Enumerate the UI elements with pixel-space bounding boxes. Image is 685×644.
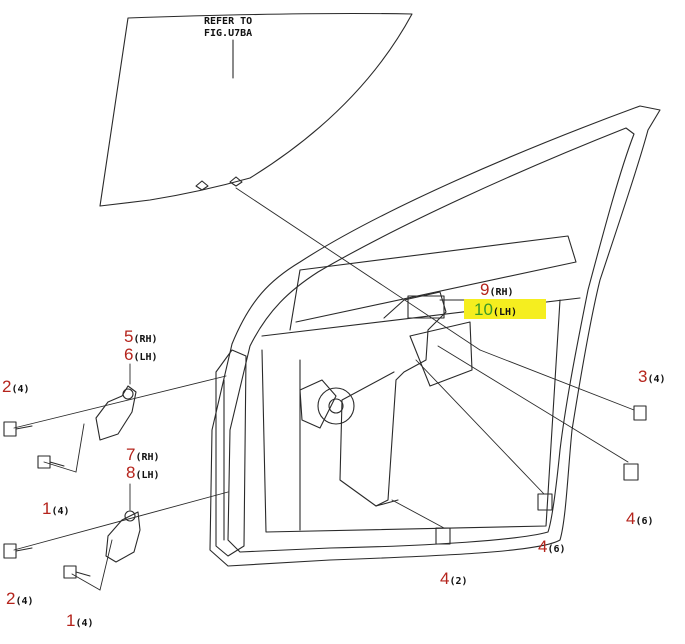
- reference-note-line1: REFER TO: [204, 16, 253, 27]
- callout-1-upper-number: 1: [42, 499, 52, 518]
- regulator-bracket: [407, 295, 445, 319]
- callout-4-middle-number: 4: [538, 537, 548, 556]
- window-glass: [99, 12, 413, 207]
- hinge-pillar: [215, 349, 247, 557]
- callout-7[interactable]: 7(RH): [126, 446, 160, 463]
- nut-4-right-lower: [537, 493, 553, 511]
- callout-4-right-qty: (6): [635, 516, 654, 527]
- callout-8[interactable]: 8(LH): [126, 464, 160, 481]
- callout-5-side: (RH): [133, 334, 158, 345]
- callout-3-qty: (4): [647, 374, 666, 385]
- reference-note-line2: FIG.U7BA: [204, 28, 253, 39]
- regulator-plate: [409, 321, 473, 387]
- callout-1-lower-qty: (4): [75, 618, 94, 629]
- callout-7-side: (RH): [135, 452, 160, 463]
- regulator-rail: [375, 291, 447, 507]
- callout-4-right-number: 4: [626, 509, 636, 528]
- callout-10[interactable]: 10(LH): [474, 301, 517, 318]
- bolt-3: [633, 405, 647, 421]
- leader-lines: [13, 187, 635, 591]
- callout-7-number: 7: [126, 445, 136, 464]
- regulator-motor: [317, 387, 355, 425]
- callout-4-bottom[interactable]: 4(2): [440, 570, 468, 587]
- callout-10-side: (LH): [492, 307, 518, 318]
- callout-5[interactable]: 5(RH): [124, 328, 158, 345]
- callout-4-right[interactable]: 4(6): [626, 510, 654, 527]
- upper-hinge-pin: [122, 388, 134, 400]
- bolt-1-upper: [37, 455, 65, 469]
- callout-6-number: 6: [124, 345, 134, 364]
- callout-3-number: 3: [638, 367, 648, 386]
- lower-hinge-pin: [124, 510, 136, 522]
- bolt-1-lower: [63, 565, 91, 579]
- callout-6-side: (LH): [133, 352, 158, 363]
- callout-4-bottom-number: 4: [440, 569, 450, 588]
- window-sash: [289, 235, 577, 331]
- callout-2-upper[interactable]: 2(4): [2, 378, 30, 395]
- glass-clip: [195, 176, 243, 191]
- motor-housing: [299, 379, 337, 429]
- bolt-2-lower: [3, 543, 33, 559]
- callout-3[interactable]: 3(4): [638, 368, 666, 385]
- callout-8-side: (LH): [135, 470, 160, 481]
- callout-1-upper[interactable]: 1(4): [42, 500, 70, 517]
- callout-9-side: (RH): [489, 287, 514, 298]
- nut-4-bottom: [435, 527, 451, 545]
- callout-5-number: 5: [124, 327, 134, 346]
- motor-gear: [328, 398, 344, 414]
- callout-8-number: 8: [126, 463, 136, 482]
- callout-6[interactable]: 6(LH): [124, 346, 158, 363]
- highlight-part-10: [464, 299, 546, 319]
- callout-2-upper-number: 2: [2, 377, 12, 396]
- nut-4-right-upper: [623, 463, 639, 481]
- callout-9[interactable]: 9(RH): [480, 281, 514, 298]
- door-frame-inner: [227, 127, 635, 553]
- callout-1-lower[interactable]: 1(4): [66, 612, 94, 629]
- callout-4-bottom-qty: (2): [449, 576, 468, 587]
- callout-4-middle-qty: (6): [547, 544, 566, 555]
- callout-2-lower-number: 2: [6, 589, 16, 608]
- regulator-cable: [339, 371, 399, 507]
- door-frame-outer: [209, 105, 661, 567]
- callout-1-upper-qty: (4): [51, 506, 70, 517]
- callout-2-upper-qty: (4): [11, 384, 30, 395]
- upper-hinge: [95, 385, 137, 441]
- callout-1-lower-number: 1: [66, 611, 76, 630]
- callout-2-lower-qty: (4): [15, 596, 34, 607]
- callout-10-number: 10: [474, 300, 493, 319]
- callout-9-number: 9: [480, 280, 490, 299]
- bolt-2-upper: [3, 421, 33, 437]
- lower-hinge: [105, 511, 141, 563]
- reference-note: REFER TO FIG.U7BA: [204, 16, 252, 40]
- callout-2-lower[interactable]: 2(4): [6, 590, 34, 607]
- door-inner-panel: [261, 299, 561, 533]
- callout-4-middle[interactable]: 4(6): [538, 538, 566, 555]
